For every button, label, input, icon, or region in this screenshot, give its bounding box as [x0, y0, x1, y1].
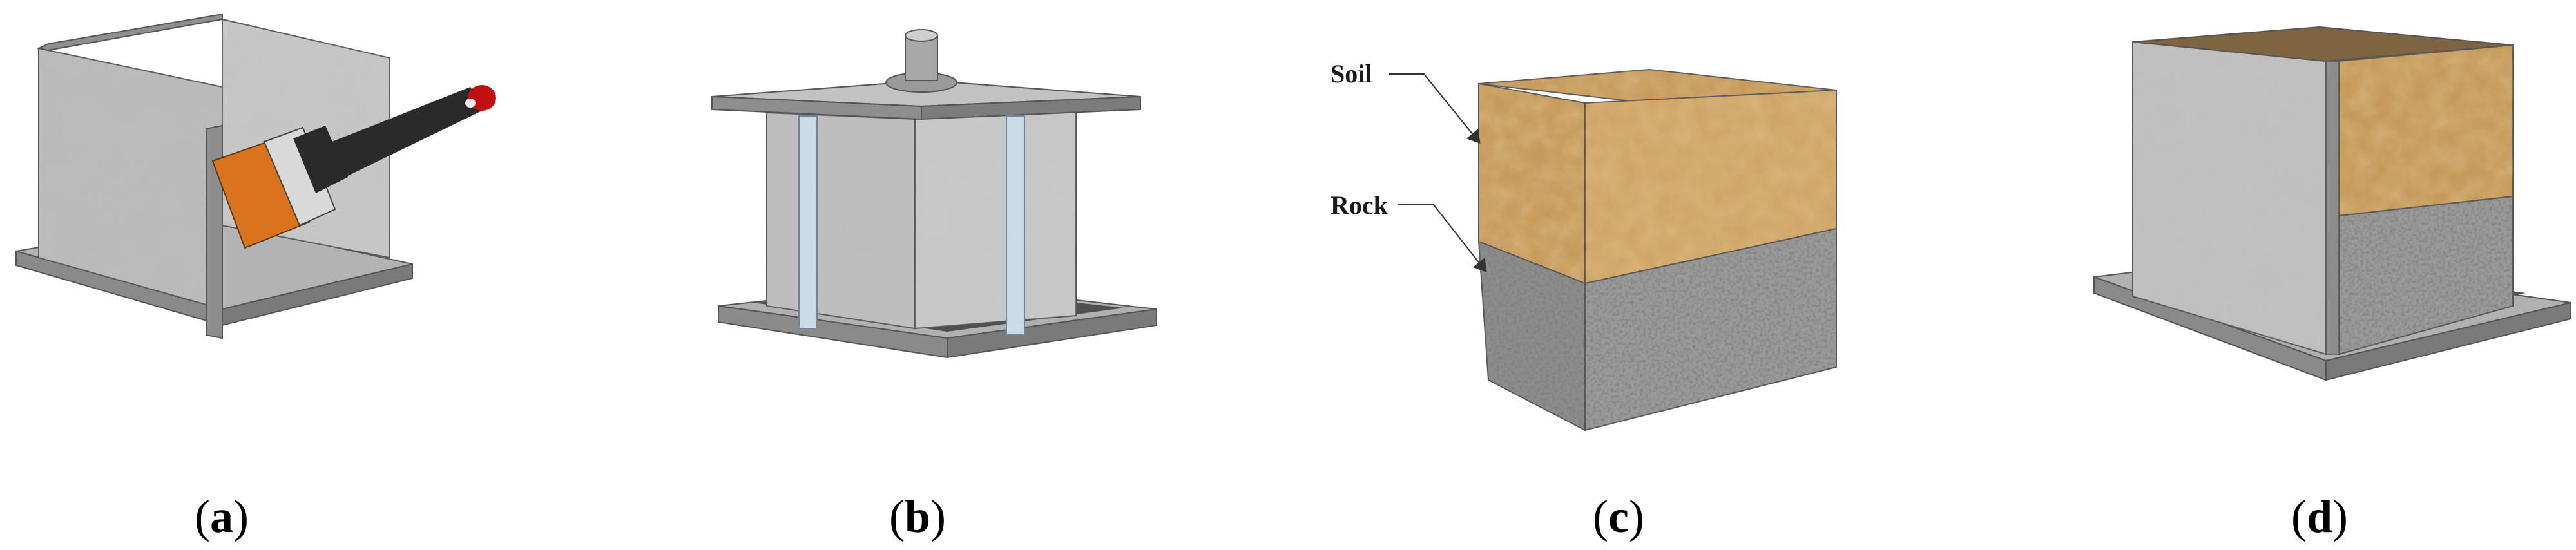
rock-layer-side-tex: [2339, 196, 2513, 354]
brush-handle-hole: [465, 99, 476, 108]
soil-layer-side-tex: [2339, 45, 2513, 216]
rock-label: Rock: [1331, 191, 1389, 220]
brush-handle: [316, 87, 485, 184]
base-plate-side-edge: [2325, 301, 2571, 381]
panel-c-caption: (c): [1593, 491, 1644, 542]
top-plate-side-edge: [921, 95, 1141, 120]
mould-wall-left-tex: [39, 48, 222, 309]
rock-layer-side-tex: [1585, 229, 1836, 430]
panel-c-illustration: Soil Rock: [1331, 59, 1837, 431]
rock-leader-line: [1398, 204, 1487, 273]
soil-layer-side-tex: [1585, 90, 1836, 283]
panel-d-caption: (d): [2291, 491, 2348, 542]
specimen-face-front-tex: [767, 113, 915, 328]
mould-wall-edge: [2325, 61, 2340, 355]
base-plate-side-edge: [947, 308, 1157, 359]
paint-brush-icon: [211, 85, 496, 249]
mould-wall-top-edge: [36, 13, 223, 52]
soil-layer-front-tex: [1479, 84, 1585, 283]
panel-b-illustration: [711, 29, 1157, 359]
mould-wall-front: [206, 124, 223, 339]
panel-b-caption: (b): [889, 491, 946, 542]
soil-leader-line: [1389, 73, 1481, 144]
rock-layer-front-tex: [1479, 242, 1585, 430]
loading-cylinder-top: [905, 29, 938, 42]
mould-wall-front-tex: [2133, 42, 2326, 354]
panel-d-illustration: [2093, 26, 2571, 381]
panel-a-illustration: [15, 13, 496, 339]
tie-rod-left: [798, 115, 818, 329]
brush-ferrule: [263, 126, 336, 227]
soil-label: Soil: [1331, 59, 1372, 88]
specimen-face-side-tex: [915, 109, 1076, 328]
panel-a-caption: (a): [195, 491, 249, 542]
tie-rod-right: [1006, 115, 1025, 336]
loading-cylinder-body: [905, 35, 938, 81]
